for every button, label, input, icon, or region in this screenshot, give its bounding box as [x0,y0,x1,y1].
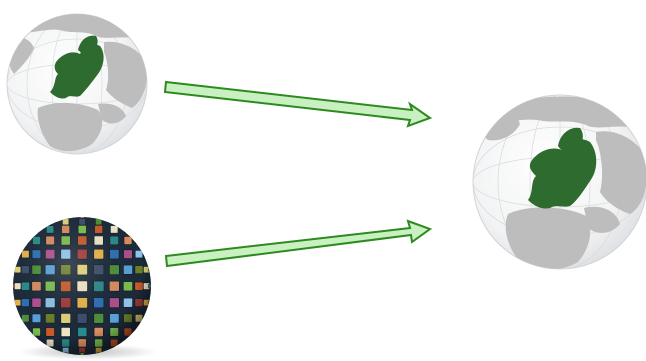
mosaic-tile [15,330,20,335]
mosaic-tile [22,237,29,244]
mosaic-tile [145,341,149,345]
europe-globe-target [473,95,646,270]
mosaic-tile [23,227,28,232]
europe-globe-source [7,11,147,154]
mosaic-tile [12,252,16,256]
mosaic-tile [111,219,117,225]
mosaic-tile [33,226,40,233]
mosaic-tile [136,227,141,232]
africa-land [506,207,591,269]
mosaic-tile [144,315,150,321]
mosaic-tile [126,216,130,220]
mosaic-tile [16,228,20,232]
mosaic-tile [137,220,141,224]
mosaic-tile [23,340,28,345]
mosaic-tile [16,341,20,345]
mosaic-tile [125,226,132,233]
arrow-bottom-shape [166,221,430,266]
arrow-top [165,82,430,126]
mosaic-tile [136,329,143,336]
mosaic-tile [136,237,143,244]
mosaic-tile [136,340,141,345]
mosaic-tile [144,238,149,243]
mosaic-tile [126,219,131,224]
mosaic-tile [15,251,21,257]
mosaic-tile [144,251,150,257]
mosaic-tile [15,238,20,243]
mosaic-tile [12,316,16,320]
mosaic-tile [15,315,21,321]
mosaic-shading [13,217,151,355]
mosaic-tile [48,216,52,220]
mosaic-tile [149,239,153,243]
mosaic-tile [149,316,153,320]
mosaic-tile [33,340,40,347]
mosaic-tile [12,330,16,334]
mosaic-tile [145,228,149,232]
mosaic-tile [112,216,116,220]
photo-mosaic-globe [12,216,158,360]
mosaic-tile [35,216,39,220]
mosaic-tile [22,329,29,336]
mosaic-tile [144,330,149,335]
mosaic-tile [12,239,16,243]
mosaic-tile [47,219,53,225]
arrow-bottom [166,221,430,266]
mosaic-tile [149,252,153,256]
mosaic-tile [149,330,153,334]
mosaic-tile [24,220,28,224]
arrow-top-shape [165,82,430,126]
mosaic-tile [34,219,39,224]
